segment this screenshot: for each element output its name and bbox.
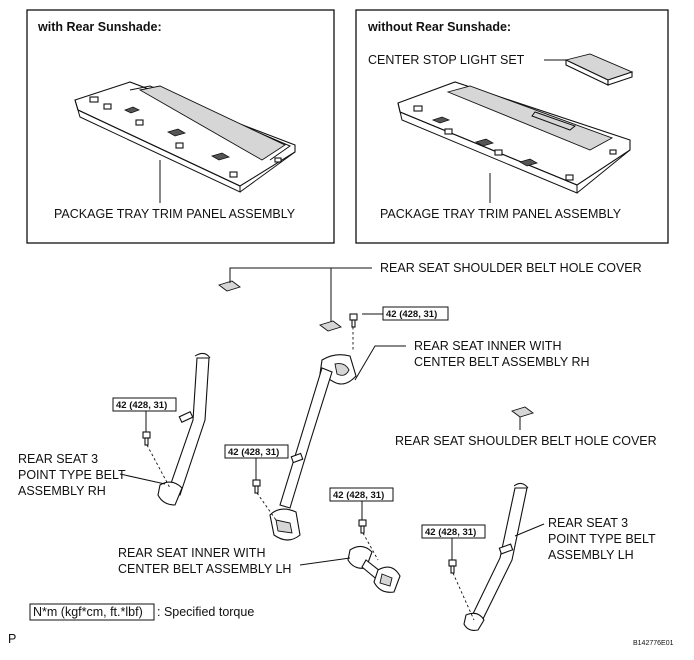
bolt-icon xyxy=(252,479,261,494)
torque-box-center: 42 (428, 31) xyxy=(224,444,289,459)
legend-unit: N*m (kgf*cm, ft.*lbf) xyxy=(33,605,143,619)
shoulder-belt-hole-cover-mid xyxy=(511,406,534,418)
leader-line xyxy=(354,345,406,381)
svg-text:42 (428, 31): 42 (428, 31) xyxy=(425,527,476,538)
torque-box-rh: 42 (428, 31) xyxy=(112,397,177,412)
torque-box-inner-lh: 42 (428, 31) xyxy=(329,487,394,502)
inner-rh-label-1: REAR SEAT INNER WITH xyxy=(414,339,561,353)
torque-box-lh: 42 (428, 31) xyxy=(421,524,486,539)
three-point-rh-label-1: REAR SEAT 3 xyxy=(18,452,98,466)
center-stop-light-set-illustration xyxy=(564,53,634,86)
panel-left-header: with Rear Sunshade: xyxy=(37,20,162,34)
legend-text: : Specified torque xyxy=(157,605,254,619)
shoulder-cover-mid-label: REAR SEAT SHOULDER BELT HOLE COVER xyxy=(395,434,657,448)
leader-line xyxy=(514,523,545,537)
bolt-icon xyxy=(358,519,367,534)
leader-line xyxy=(119,473,166,485)
rear-seat-3-point-belt-rh-illustration xyxy=(157,352,211,506)
bolt-icon xyxy=(349,313,358,328)
svg-text:42 (428, 31): 42 (428, 31) xyxy=(333,490,384,501)
three-point-lh-label-2: POINT TYPE BELT xyxy=(548,532,656,546)
three-point-rh-label-3: ASSEMBLY RH xyxy=(18,484,106,498)
three-point-lh-label-3: ASSEMBLY LH xyxy=(548,548,634,562)
panel-without-rear-sunshade: without Rear Sunshade: CENTER STOP LIGHT… xyxy=(355,9,669,244)
package-tray-without-sunshade-illustration xyxy=(397,81,631,194)
package-tray-label-right: PACKAGE TRAY TRIM PANEL ASSEMBLY xyxy=(380,207,622,221)
rear-seat-inner-center-belt-rh-illustration xyxy=(269,354,357,541)
bolt-icon xyxy=(448,559,457,574)
torque-box-top: 42 (428, 31) xyxy=(382,306,449,321)
leader-line xyxy=(299,557,351,566)
panel-with-rear-sunshade: with Rear Sunshade: PACKAGE TRAY TRIM PA… xyxy=(26,9,335,244)
svg-text:42 (428, 31): 42 (428, 31) xyxy=(116,400,167,411)
shoulder-belt-hole-cover-top xyxy=(218,280,342,332)
three-point-lh-label-1: REAR SEAT 3 xyxy=(548,516,628,530)
svg-text:42 (428, 31): 42 (428, 31) xyxy=(228,447,279,458)
leader-line xyxy=(229,267,372,283)
rear-seat-inner-center-belt-lh-illustration xyxy=(347,545,401,593)
three-point-rh-label-2: POINT TYPE BELT xyxy=(18,468,126,482)
inner-lh-label-2: CENTER BELT ASSEMBLY LH xyxy=(118,562,291,576)
rear-seat-3-point-belt-lh-illustration xyxy=(463,482,529,631)
shoulder-cover-top-label: REAR SEAT SHOULDER BELT HOLE COVER xyxy=(380,261,642,275)
inner-rh-label-2: CENTER BELT ASSEMBLY RH xyxy=(414,355,590,369)
torque-legend: N*m (kgf*cm, ft.*lbf) : Specified torque xyxy=(29,603,254,621)
inner-lh-label-1: REAR SEAT INNER WITH xyxy=(118,546,265,560)
svg-text:42 (428, 31): 42 (428, 31) xyxy=(386,309,437,320)
center-stop-light-label: CENTER STOP LIGHT SET xyxy=(368,53,525,67)
figure-id: B142776E01 xyxy=(633,640,674,647)
bolt-icon xyxy=(142,431,151,446)
package-tray-label-left: PACKAGE TRAY TRIM PANEL ASSEMBLY xyxy=(54,207,296,221)
footer-mark: P xyxy=(8,632,16,646)
package-tray-with-sunshade-illustration xyxy=(74,81,296,193)
panel-right-header: without Rear Sunshade: xyxy=(367,20,511,34)
